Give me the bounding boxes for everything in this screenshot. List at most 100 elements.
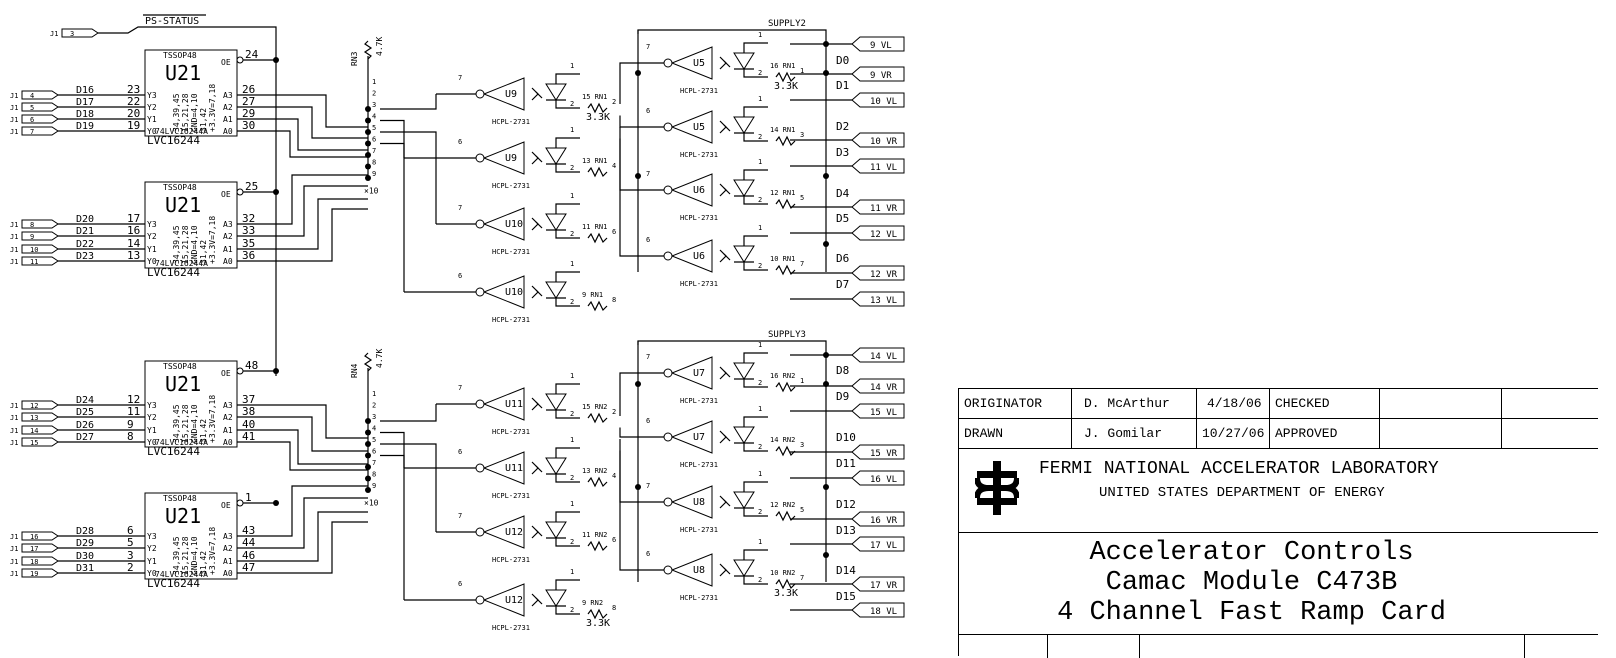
resistor-icon [587, 232, 608, 244]
input-pin: 2 [127, 561, 134, 574]
junction-dot [365, 129, 371, 135]
originator-name: D. McArthur [1072, 389, 1197, 418]
junction-dot [365, 106, 371, 112]
resistor-icon [587, 412, 608, 424]
oe-pin: 25 [245, 180, 258, 193]
opto-pin: 2 [758, 262, 762, 270]
connector-ref: J1 [10, 427, 18, 435]
connector-tag [21, 102, 59, 112]
input-pin: 16 [127, 224, 140, 237]
checked-value [1380, 389, 1502, 418]
led-cathode-wire [743, 443, 768, 452]
output-flag [851, 378, 905, 394]
opto-route [619, 127, 664, 191]
connector-pin: 4 [30, 92, 34, 100]
oe-label: OE [221, 369, 231, 378]
lab-department: UNITED STATES DEPARTMENT OF ENERGY [1099, 485, 1385, 501]
bus-route [267, 94, 368, 128]
light-arrow-icon [531, 525, 539, 539]
led-cathode-wire [555, 538, 580, 547]
connector-ref: J1 [50, 30, 58, 38]
opto-route [380, 454, 405, 600]
opto-bubble [663, 58, 673, 68]
light-arrow-icon [723, 124, 731, 132]
light-arrow-icon [723, 567, 731, 575]
resnet-label: 16 RN2 [770, 372, 795, 380]
input-pin: 17 [127, 212, 140, 225]
opto-gate [482, 515, 525, 549]
light-arrow-icon [535, 465, 543, 473]
output-flag-label: 14 VL [870, 352, 897, 362]
resistor-icon [775, 135, 796, 147]
port-label: A2 [223, 544, 233, 553]
output-flag [851, 92, 905, 108]
opto-ref: U7 [693, 432, 705, 443]
opto-ref: U9 [505, 153, 517, 164]
bus-pin: 2 [372, 90, 376, 98]
output-flag-label: 10 VL [870, 97, 897, 107]
input-signal: D28 [76, 526, 94, 537]
resnet-value: 4.7K [375, 349, 384, 368]
connector-pin: 9 [30, 233, 34, 241]
opto-gate [482, 275, 525, 309]
connector-pin: 12 [30, 402, 38, 410]
resnet-pin: 1 [800, 377, 804, 385]
junction-dot [273, 57, 279, 63]
connector-ref: J1 [10, 246, 18, 254]
connector-ref: J1 [10, 116, 18, 124]
resnet-pin: 3 [800, 131, 804, 139]
led-cathode-wire [743, 576, 768, 585]
led-cathode-wire [743, 133, 768, 142]
light-arrow-icon [531, 461, 539, 475]
port-label: A3 [223, 91, 233, 100]
drawn-row: DRAWN J. Gomilar 10/27/06 APPROVED [959, 419, 1598, 449]
light-arrow-icon [531, 593, 539, 607]
opto-pin: 2 [758, 196, 762, 204]
opto-pin: 1 [570, 436, 574, 444]
opto-pin: 2 [570, 410, 574, 418]
oe-bubble [236, 56, 244, 64]
opto-part: HCPL-2731 [680, 461, 718, 469]
connector-tag [21, 90, 59, 100]
output-pin: 36 [242, 249, 255, 262]
opto-bubble [475, 153, 485, 163]
buffer-power-pins: GND=4,10 [190, 225, 199, 264]
port-label: A1 [223, 115, 233, 124]
light-arrow-icon [723, 253, 731, 261]
opto-pin: 2 [570, 164, 574, 172]
buffer-part: LVC16244 [147, 445, 200, 458]
opto-ref: U6 [693, 251, 705, 262]
resnet-label: 15 RN1 [582, 93, 607, 101]
buffer-part: LVC16244 [147, 134, 200, 147]
buffer-part-number: 74LVC16244A [155, 259, 208, 268]
ps-status-wire [98, 26, 277, 376]
input-pin: 13 [127, 249, 140, 262]
opto-pin: 7 [458, 204, 462, 212]
bus-route [267, 118, 368, 151]
connector-pin: 6 [30, 116, 34, 124]
led-anode-wire [743, 169, 768, 180]
port-label: A0 [223, 127, 233, 136]
output-pin: 26 [242, 83, 255, 96]
junction-dot [273, 189, 279, 195]
bus-route [267, 511, 368, 562]
opto-bubble [663, 565, 673, 575]
connector-ref: J1 [10, 402, 18, 410]
port-label: A3 [223, 401, 233, 410]
resnet-pin: 1 [800, 67, 804, 75]
buffer-power-pins: GND=4,10 [190, 536, 199, 575]
buffer-power-pins: +3.3V=7,18 [208, 84, 217, 132]
light-arrow-icon [535, 597, 543, 605]
output-pin: 41 [242, 430, 255, 443]
led-cathode-wire [555, 298, 580, 307]
opto-pin: 6 [458, 272, 462, 280]
opto-pin: 7 [646, 170, 650, 178]
input-pin: 23 [127, 83, 140, 96]
fermilab-logo-icon [975, 461, 1019, 515]
opto-pin: 1 [570, 500, 574, 508]
junction-dot [365, 117, 371, 124]
buffer-chip [144, 181, 238, 269]
opto-part: HCPL-2731 [680, 397, 718, 405]
input-signal: D17 [76, 97, 94, 108]
output-flag-label: 9 VR [870, 71, 892, 81]
